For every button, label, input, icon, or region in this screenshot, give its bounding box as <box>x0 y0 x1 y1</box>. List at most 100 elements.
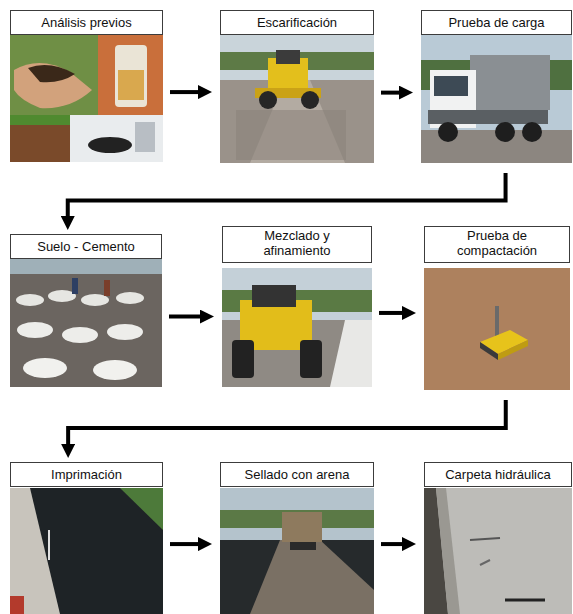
step-title: Prueba de compactación <box>451 229 543 259</box>
step-heading-box: Prueba de carga <box>421 10 572 35</box>
step-title: Sellado con arena <box>245 468 350 483</box>
concrete-slab-photo-part <box>424 488 572 614</box>
priming-photo-part <box>10 488 60 614</box>
soil-cement-photo-part <box>104 280 110 296</box>
step-heading-box: Carpeta hidráulica <box>424 462 572 487</box>
process-step: Mezclado y afinamiento <box>222 226 372 387</box>
step-heading-box: Análisis previos <box>10 10 163 35</box>
truck-photo-part <box>470 55 550 110</box>
grader-photo-part <box>220 80 374 163</box>
step-title: Prueba de carga <box>448 16 544 31</box>
soil-analysis-photo-part <box>28 65 75 82</box>
grader-photo-part <box>236 110 346 160</box>
truck-photo-part <box>495 122 515 142</box>
concrete-slab-photo <box>424 488 572 614</box>
step-title: Carpeta hidráulica <box>445 468 551 483</box>
soil-analysis-photo-part <box>88 137 132 153</box>
process-step: Carpeta hidráulica <box>424 462 572 614</box>
priming-photo-part <box>10 488 163 614</box>
truck-photo-part <box>421 35 572 163</box>
soil-cement-photo-part <box>16 294 44 306</box>
step-title: Imprimación <box>51 468 122 483</box>
priming-photo-part <box>120 488 163 530</box>
step-heading-box: Imprimación <box>10 462 163 487</box>
soil-cement-photo-part <box>72 278 78 294</box>
process-step: Suelo - Cemento <box>10 234 162 387</box>
step-title: Escarificación <box>257 16 337 31</box>
soil-cement-photo-part <box>10 258 162 387</box>
sand-sealing-photo <box>220 488 374 614</box>
flow-arrow <box>68 400 506 448</box>
process-step: Sellado con arena <box>220 462 374 614</box>
step-title: Análisis previos <box>41 16 131 31</box>
priming-photo <box>10 488 163 614</box>
grader-photo-part <box>220 35 374 163</box>
mixer-photo-part <box>222 268 372 387</box>
sand-sealing-photo-part <box>220 488 374 614</box>
compaction-gauge-photo-part <box>480 342 498 360</box>
soil-cement-photo-part <box>107 324 143 340</box>
step-title: Mezclado y afinamiento <box>251 229 343 259</box>
soil-analysis-photo-part <box>14 63 92 108</box>
truck-photo-part <box>522 122 542 142</box>
concrete-slab-photo-part <box>480 560 490 565</box>
step-title: Suelo - Cemento <box>37 240 135 255</box>
mixer-photo-part <box>232 340 254 378</box>
step-heading-box: Mezclado y afinamiento <box>222 226 372 263</box>
flow-arrow <box>381 91 403 95</box>
truck-photo-part <box>438 122 458 142</box>
mixer-photo-part <box>330 320 372 387</box>
step-heading-box: Escarificación <box>220 10 374 35</box>
grader-photo-part <box>276 50 300 64</box>
soil-cement-photo-part <box>17 322 53 338</box>
soil-analysis-photo-part <box>115 45 147 107</box>
grader-photo <box>220 35 374 163</box>
priming-photo-part <box>10 596 24 614</box>
soil-cement-photo-part <box>62 327 98 343</box>
priming-photo-part <box>48 530 50 560</box>
compaction-gauge-photo-part <box>424 268 570 390</box>
soil-analysis-photo-part <box>135 122 155 152</box>
grader-photo-part <box>301 91 319 109</box>
soil-analysis-photo-part <box>98 33 163 115</box>
sand-sealing-photo-part <box>282 512 322 542</box>
process-step: Análisis previos <box>10 10 163 162</box>
process-step: Escarificación <box>220 10 374 163</box>
soil-analysis-photo <box>10 33 163 162</box>
soil-analysis-photo-part <box>10 33 98 115</box>
soil-analysis-photo-part <box>10 33 163 162</box>
flow-arrow <box>68 173 506 220</box>
process-step: Prueba de carga <box>421 10 572 163</box>
compaction-gauge-photo-part <box>495 306 499 336</box>
mixer-photo-part <box>252 285 296 307</box>
concrete-slab-photo-part <box>470 538 500 540</box>
compaction-gauge-photo <box>424 268 570 390</box>
truck-photo-part <box>434 76 468 96</box>
concrete-slab-photo-part <box>505 599 545 602</box>
grader-photo-part <box>259 91 277 109</box>
sand-sealing-photo-part <box>250 540 374 614</box>
flow-arrow <box>170 90 202 94</box>
truck-photo-part <box>428 110 548 124</box>
soil-analysis-photo-part <box>10 115 70 125</box>
soil-cement-photo-part <box>48 290 76 302</box>
mixer-photo-part <box>300 340 322 378</box>
soil-analysis-photo-part <box>70 115 163 162</box>
sand-sealing-photo-part <box>220 540 374 614</box>
process-step: Imprimación <box>10 462 163 614</box>
mixer-photo <box>222 268 372 387</box>
concrete-slab-photo-part <box>436 488 460 614</box>
flow-arrow <box>169 315 204 319</box>
soil-cement-photo-part <box>10 258 162 274</box>
soil-cement-photo-part <box>93 360 137 380</box>
soil-cement-photo <box>10 258 162 387</box>
step-heading-box: Suelo - Cemento <box>10 234 162 259</box>
compaction-gauge-photo-part <box>498 340 528 360</box>
soil-cement-photo-part <box>116 292 144 304</box>
soil-analysis-photo-part <box>10 115 70 162</box>
step-heading-box: Sellado con arena <box>220 462 374 487</box>
flow-arrow <box>379 311 406 315</box>
